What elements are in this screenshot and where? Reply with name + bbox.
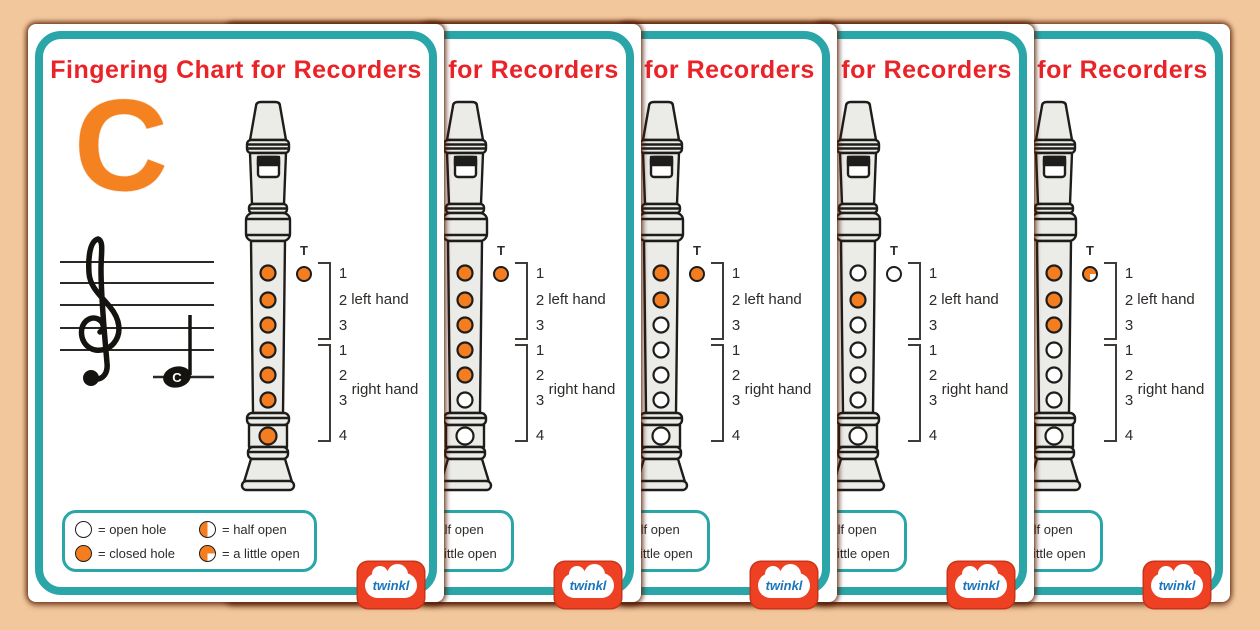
finger-number: 2: [731, 367, 741, 384]
finger-number: 1: [731, 265, 741, 282]
left-hand-label: left hand: [351, 291, 409, 308]
finger-number: 2: [731, 292, 741, 309]
thumb-hole-label: T: [1086, 243, 1094, 258]
left-hand-bracket: [711, 262, 724, 340]
legend-box: = open hole = closed hole = half open = …: [62, 510, 317, 572]
finger-number: 3: [338, 392, 348, 409]
legend-item-little: = a little open: [199, 544, 306, 562]
music-staff: C: [60, 236, 214, 388]
finger-number: 1: [1124, 265, 1134, 282]
staff-note-label: C: [172, 370, 182, 385]
cloud-icon: twinkl: [562, 563, 614, 598]
finger-number: 2: [338, 292, 348, 309]
finger-number: 3: [1124, 392, 1134, 409]
finger-number: 2: [928, 292, 938, 309]
finger-number: 3: [928, 317, 938, 334]
legend-item-closed: = closed hole: [75, 544, 199, 562]
finger-number: 1: [928, 342, 938, 359]
finger-number: 2: [535, 292, 545, 309]
finger-number: 2: [535, 367, 545, 384]
finger-number: 1: [928, 265, 938, 282]
left-hand-label: left hand: [941, 291, 999, 308]
finger-number: 3: [1124, 317, 1134, 334]
left-hand-label: left hand: [548, 291, 606, 308]
finger-number: 1: [338, 265, 348, 282]
finger-number: 3: [338, 317, 348, 334]
left-hand-bracket: [515, 262, 528, 340]
logo-text: twinkl: [372, 577, 410, 593]
right-hand-label: right hand: [941, 381, 1009, 398]
right-hand-label: right hand: [1137, 381, 1205, 398]
finger-number: 3: [928, 392, 938, 409]
left-hand-bracket: [318, 262, 331, 340]
finger-number: 1: [338, 342, 348, 359]
twinkl-logo: twinkl: [948, 562, 1014, 608]
finger-number: 2: [928, 367, 938, 384]
staff-note-c: C: [153, 315, 214, 388]
finger-number: 4: [535, 427, 545, 444]
half-open-hole-icon: [199, 520, 216, 538]
right-hand-label: right hand: [548, 381, 616, 398]
cloud-icon: twinkl: [1151, 563, 1203, 598]
thumb-hole: [493, 266, 509, 282]
cloud-icon: twinkl: [758, 563, 810, 598]
twinkl-logo: twinkl: [1144, 562, 1210, 608]
thumb-hole: [296, 266, 312, 282]
recorder-illustration: [830, 100, 886, 492]
left-hand-bracket: [908, 262, 921, 340]
legend-item-open: = open hole: [75, 520, 199, 538]
finger-number: 1: [1124, 342, 1134, 359]
logo-text: twinkl: [765, 577, 803, 593]
right-hand-bracket: [318, 344, 331, 442]
right-hand-label: right hand: [744, 381, 812, 398]
finger-number: 1: [535, 265, 545, 282]
finger-number: 4: [1124, 427, 1134, 444]
little-open-hole-icon: [199, 544, 216, 562]
twinkl-logo: twinkl: [555, 562, 621, 608]
thumb-hole: [689, 266, 705, 282]
thumb-hole-label: T: [497, 243, 505, 258]
twinkl-logo: twinkl: [358, 562, 424, 608]
note-letter: C: [74, 72, 168, 218]
left-hand-label: left hand: [1137, 291, 1195, 308]
cloud-icon: twinkl: [955, 563, 1007, 598]
right-hand-label: right hand: [351, 381, 419, 398]
right-hand-bracket: [711, 344, 724, 442]
logo-text: twinkl: [1158, 577, 1196, 593]
thumb-hole-label: T: [693, 243, 701, 258]
finger-number: 3: [535, 317, 545, 334]
left-hand-label: left hand: [744, 291, 802, 308]
finger-number: 4: [338, 427, 348, 444]
finger-number: 2: [1124, 367, 1134, 384]
recorder-illustration: [437, 100, 493, 492]
finger-number: 4: [731, 427, 741, 444]
finger-number: 1: [535, 342, 545, 359]
open-hole-icon: [75, 520, 92, 538]
logo-text: twinkl: [569, 577, 607, 593]
thumb-hole: [886, 266, 902, 282]
treble-clef-icon: [78, 236, 122, 386]
recorder-illustration: [240, 100, 296, 492]
right-hand-bracket: [908, 344, 921, 442]
logo-text: twinkl: [962, 577, 1000, 593]
finger-number: 3: [535, 392, 545, 409]
thumb-hole-label: T: [300, 243, 308, 258]
finger-number: 2: [338, 367, 348, 384]
twinkl-logo: twinkl: [751, 562, 817, 608]
thumb-hole: [1082, 266, 1098, 282]
cloud-icon: twinkl: [365, 563, 417, 598]
recorder-illustration: [1026, 100, 1082, 492]
left-hand-bracket: [1104, 262, 1117, 340]
finger-number: 3: [731, 392, 741, 409]
finger-number: 2: [1124, 292, 1134, 309]
finger-number: 1: [731, 342, 741, 359]
fingering-chart-page: Fingering Chart for Recorders C: [28, 24, 444, 608]
legend-item-half: = half open: [199, 520, 306, 538]
right-hand-bracket: [515, 344, 528, 442]
finger-number: 4: [928, 427, 938, 444]
closed-hole-icon: [75, 544, 92, 562]
thumb-hole-label: T: [890, 243, 898, 258]
finger-number: 3: [731, 317, 741, 334]
right-hand-bracket: [1104, 344, 1117, 442]
